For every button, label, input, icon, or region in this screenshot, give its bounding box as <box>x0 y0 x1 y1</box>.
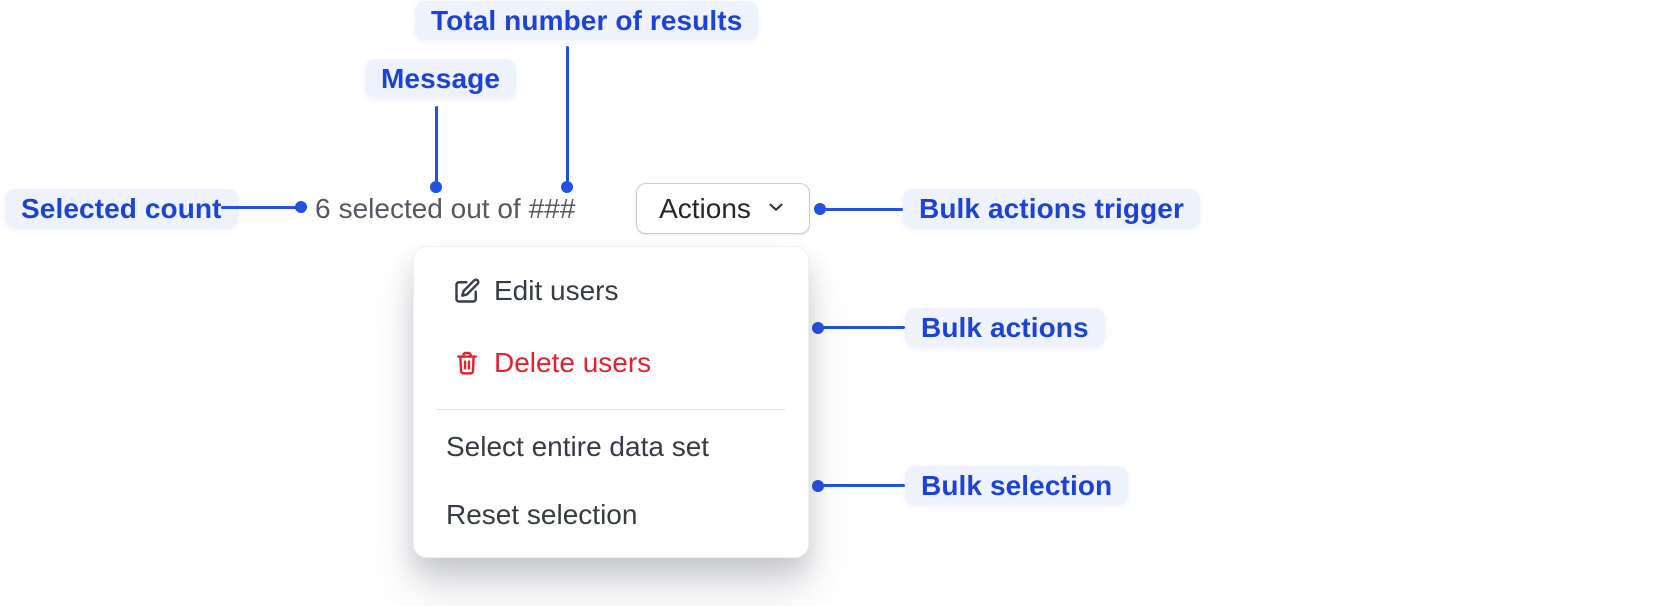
menu-item-label: Select entire data set <box>446 431 710 462</box>
annotation-bulk-actions-trigger-label: Bulk actions trigger <box>919 192 1184 224</box>
bulk-actions-trigger-button[interactable]: Actions <box>636 183 810 234</box>
annotation-total-results: Total number of results <box>415 1 759 40</box>
annotation-bulk-actions-label: Bulk actions <box>921 311 1089 343</box>
connector-dot-message <box>430 181 442 193</box>
selection-message-text: selected out of <box>338 193 521 224</box>
connector-line-message <box>435 106 438 184</box>
connector-dot-total-results <box>561 181 573 193</box>
chevron-down-icon <box>765 193 787 225</box>
actions-button-label: Actions <box>659 192 751 224</box>
menu-item-delete-users[interactable]: Delete users <box>414 337 808 389</box>
total-results-placeholder: ### <box>528 193 576 224</box>
menu-item-reset-selection[interactable]: Reset selection <box>414 489 808 541</box>
menu-item-label: Reset selection <box>446 499 638 530</box>
annotation-selected-count: Selected count <box>5 189 238 228</box>
connector-line-bulk-actions <box>823 326 905 329</box>
connector-line-total-results <box>566 46 569 184</box>
annotation-total-results-label: Total number of results <box>431 4 743 36</box>
bulk-actions-menu: Edit users Delete users Select entire da… <box>413 246 809 558</box>
connector-line-bulk-selection <box>823 484 905 487</box>
selected-count-value: 6 <box>315 193 331 224</box>
selection-message: 6 selected out of ### <box>315 189 575 229</box>
annotation-message-label: Message <box>381 62 500 94</box>
annotation-bulk-actions: Bulk actions <box>905 308 1105 347</box>
menu-divider <box>436 409 786 410</box>
annotation-bulk-selection-label: Bulk selection <box>921 469 1113 501</box>
menu-item-edit-users[interactable]: Edit users <box>414 265 808 317</box>
edit-icon <box>453 277 481 305</box>
annotation-bulk-actions-trigger: Bulk actions trigger <box>903 189 1200 228</box>
annotation-message: Message <box>365 59 516 98</box>
connector-dot-selected-count <box>295 201 307 213</box>
menu-item-select-entire-data-set[interactable]: Select entire data set <box>414 419 808 475</box>
menu-item-label: Delete users <box>494 347 652 378</box>
trash-icon <box>453 349 481 377</box>
connector-line-bulk-actions-trigger <box>825 208 903 211</box>
connector-dot-bulk-actions <box>812 322 824 334</box>
connector-line-selected-count <box>221 206 298 209</box>
connector-dot-bulk-actions-trigger <box>814 203 826 215</box>
annotation-bulk-selection: Bulk selection <box>905 466 1129 505</box>
menu-item-label: Edit users <box>494 275 619 306</box>
annotation-selected-count-label: Selected count <box>21 192 222 224</box>
connector-dot-bulk-selection <box>812 480 824 492</box>
